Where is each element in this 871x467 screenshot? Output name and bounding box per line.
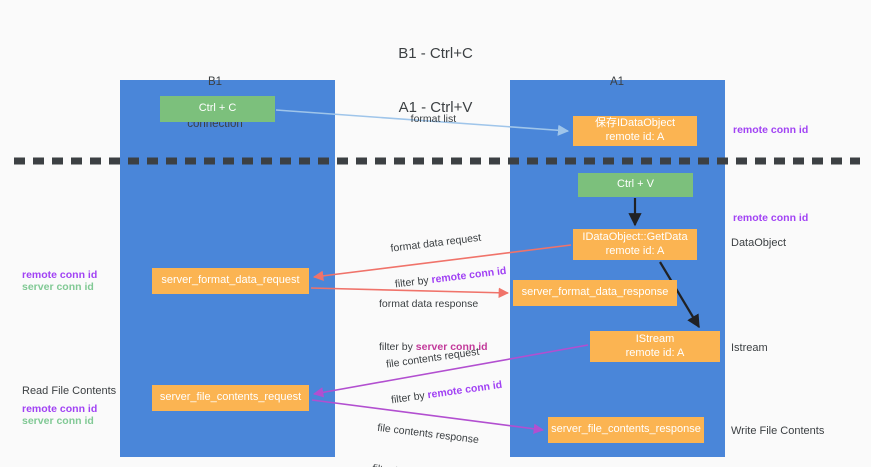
node-server-file-contents-request-line1: server_file_contents_request xyxy=(159,391,302,404)
annotation-dataobject: DataObject xyxy=(731,237,787,249)
edge-label-file-contents-response-prefix: filter by xyxy=(372,463,410,467)
node-save-idataobject-line2: remote id: A xyxy=(605,131,665,143)
edge-label-format-data-response-line1: format data response xyxy=(379,298,479,310)
edge-label-format-list-text: format list xyxy=(410,113,457,125)
annotation-istream: Istream xyxy=(731,342,768,354)
annotation-low-left-server: server conn id xyxy=(22,415,94,427)
node-server-format-data-request[interactable]: server_format_data_request xyxy=(152,268,309,294)
node-server-format-data-request-line1: server_format_data_request xyxy=(161,274,300,287)
node-istream-line2: remote id: A xyxy=(625,346,685,359)
lane-header-b1-title: B1 xyxy=(207,76,223,89)
annotation-read-file-contents: Read File Contents xyxy=(22,385,117,397)
edge-label-format-list: format list xyxy=(399,101,457,137)
node-ctrl-v-line1: Ctrl + V xyxy=(617,178,654,191)
page-title-line1: B1 - Ctrl+C xyxy=(398,44,473,62)
edge-label-file-contents-response-line1: file contents response xyxy=(376,421,480,447)
edge-label-format-data-request-line1: format data request xyxy=(389,231,482,255)
node-idataobject-getdata-line2: remote id: A xyxy=(605,244,665,257)
edge-label-file-contents-request-line1: file contents request xyxy=(385,345,481,371)
lane-header-a1-title: A1 xyxy=(609,76,625,89)
node-server-file-contents-response-line1: server_file_contents_response xyxy=(551,423,701,436)
annotation-top-right-remote: remote conn id xyxy=(733,124,809,136)
node-server-file-contents-request[interactable]: server_file_contents_request xyxy=(152,385,309,411)
node-ctrl-c[interactable]: Ctrl + C xyxy=(160,96,275,122)
node-ctrl-c-line1: Ctrl + C xyxy=(198,102,237,115)
node-server-format-data-response[interactable]: server_format_data_response xyxy=(513,280,677,306)
node-istream-line1: IStream xyxy=(635,332,675,345)
annotation-mid-right-remote: remote conn id xyxy=(733,212,809,224)
annotation-mid-left-server: server conn id xyxy=(22,281,94,293)
node-idataobject-getdata[interactable]: IDataObject::GetData remote id: A xyxy=(573,229,697,260)
node-save-idataobject[interactable]: 保存IDataObject remote id: A xyxy=(573,116,697,146)
annotation-low-left-remote: remote conn id xyxy=(22,403,98,415)
node-istream[interactable]: IStream remote id: A xyxy=(590,331,720,362)
annotation-write-file-contents: Write File Contents xyxy=(731,425,825,437)
node-idataobject-getdata-line1: IDataObject::GetData xyxy=(582,230,688,243)
node-save-idataobject-line1: 保存IDataObject xyxy=(594,117,676,130)
node-ctrl-v[interactable]: Ctrl + V xyxy=(578,173,693,197)
node-server-format-data-response-line1: server_format_data_response xyxy=(521,286,669,299)
edge-label-file-contents-response: file contents response filter by server … xyxy=(369,398,489,467)
annotation-mid-left-remote: remote conn id xyxy=(22,269,98,281)
node-server-file-contents-response[interactable]: server_file_contents_response xyxy=(548,417,704,443)
edge-label-file-contents-request-highlight: remote conn id xyxy=(426,378,503,402)
edge-label-file-contents-response-line2: filter by server conn id xyxy=(372,463,481,467)
